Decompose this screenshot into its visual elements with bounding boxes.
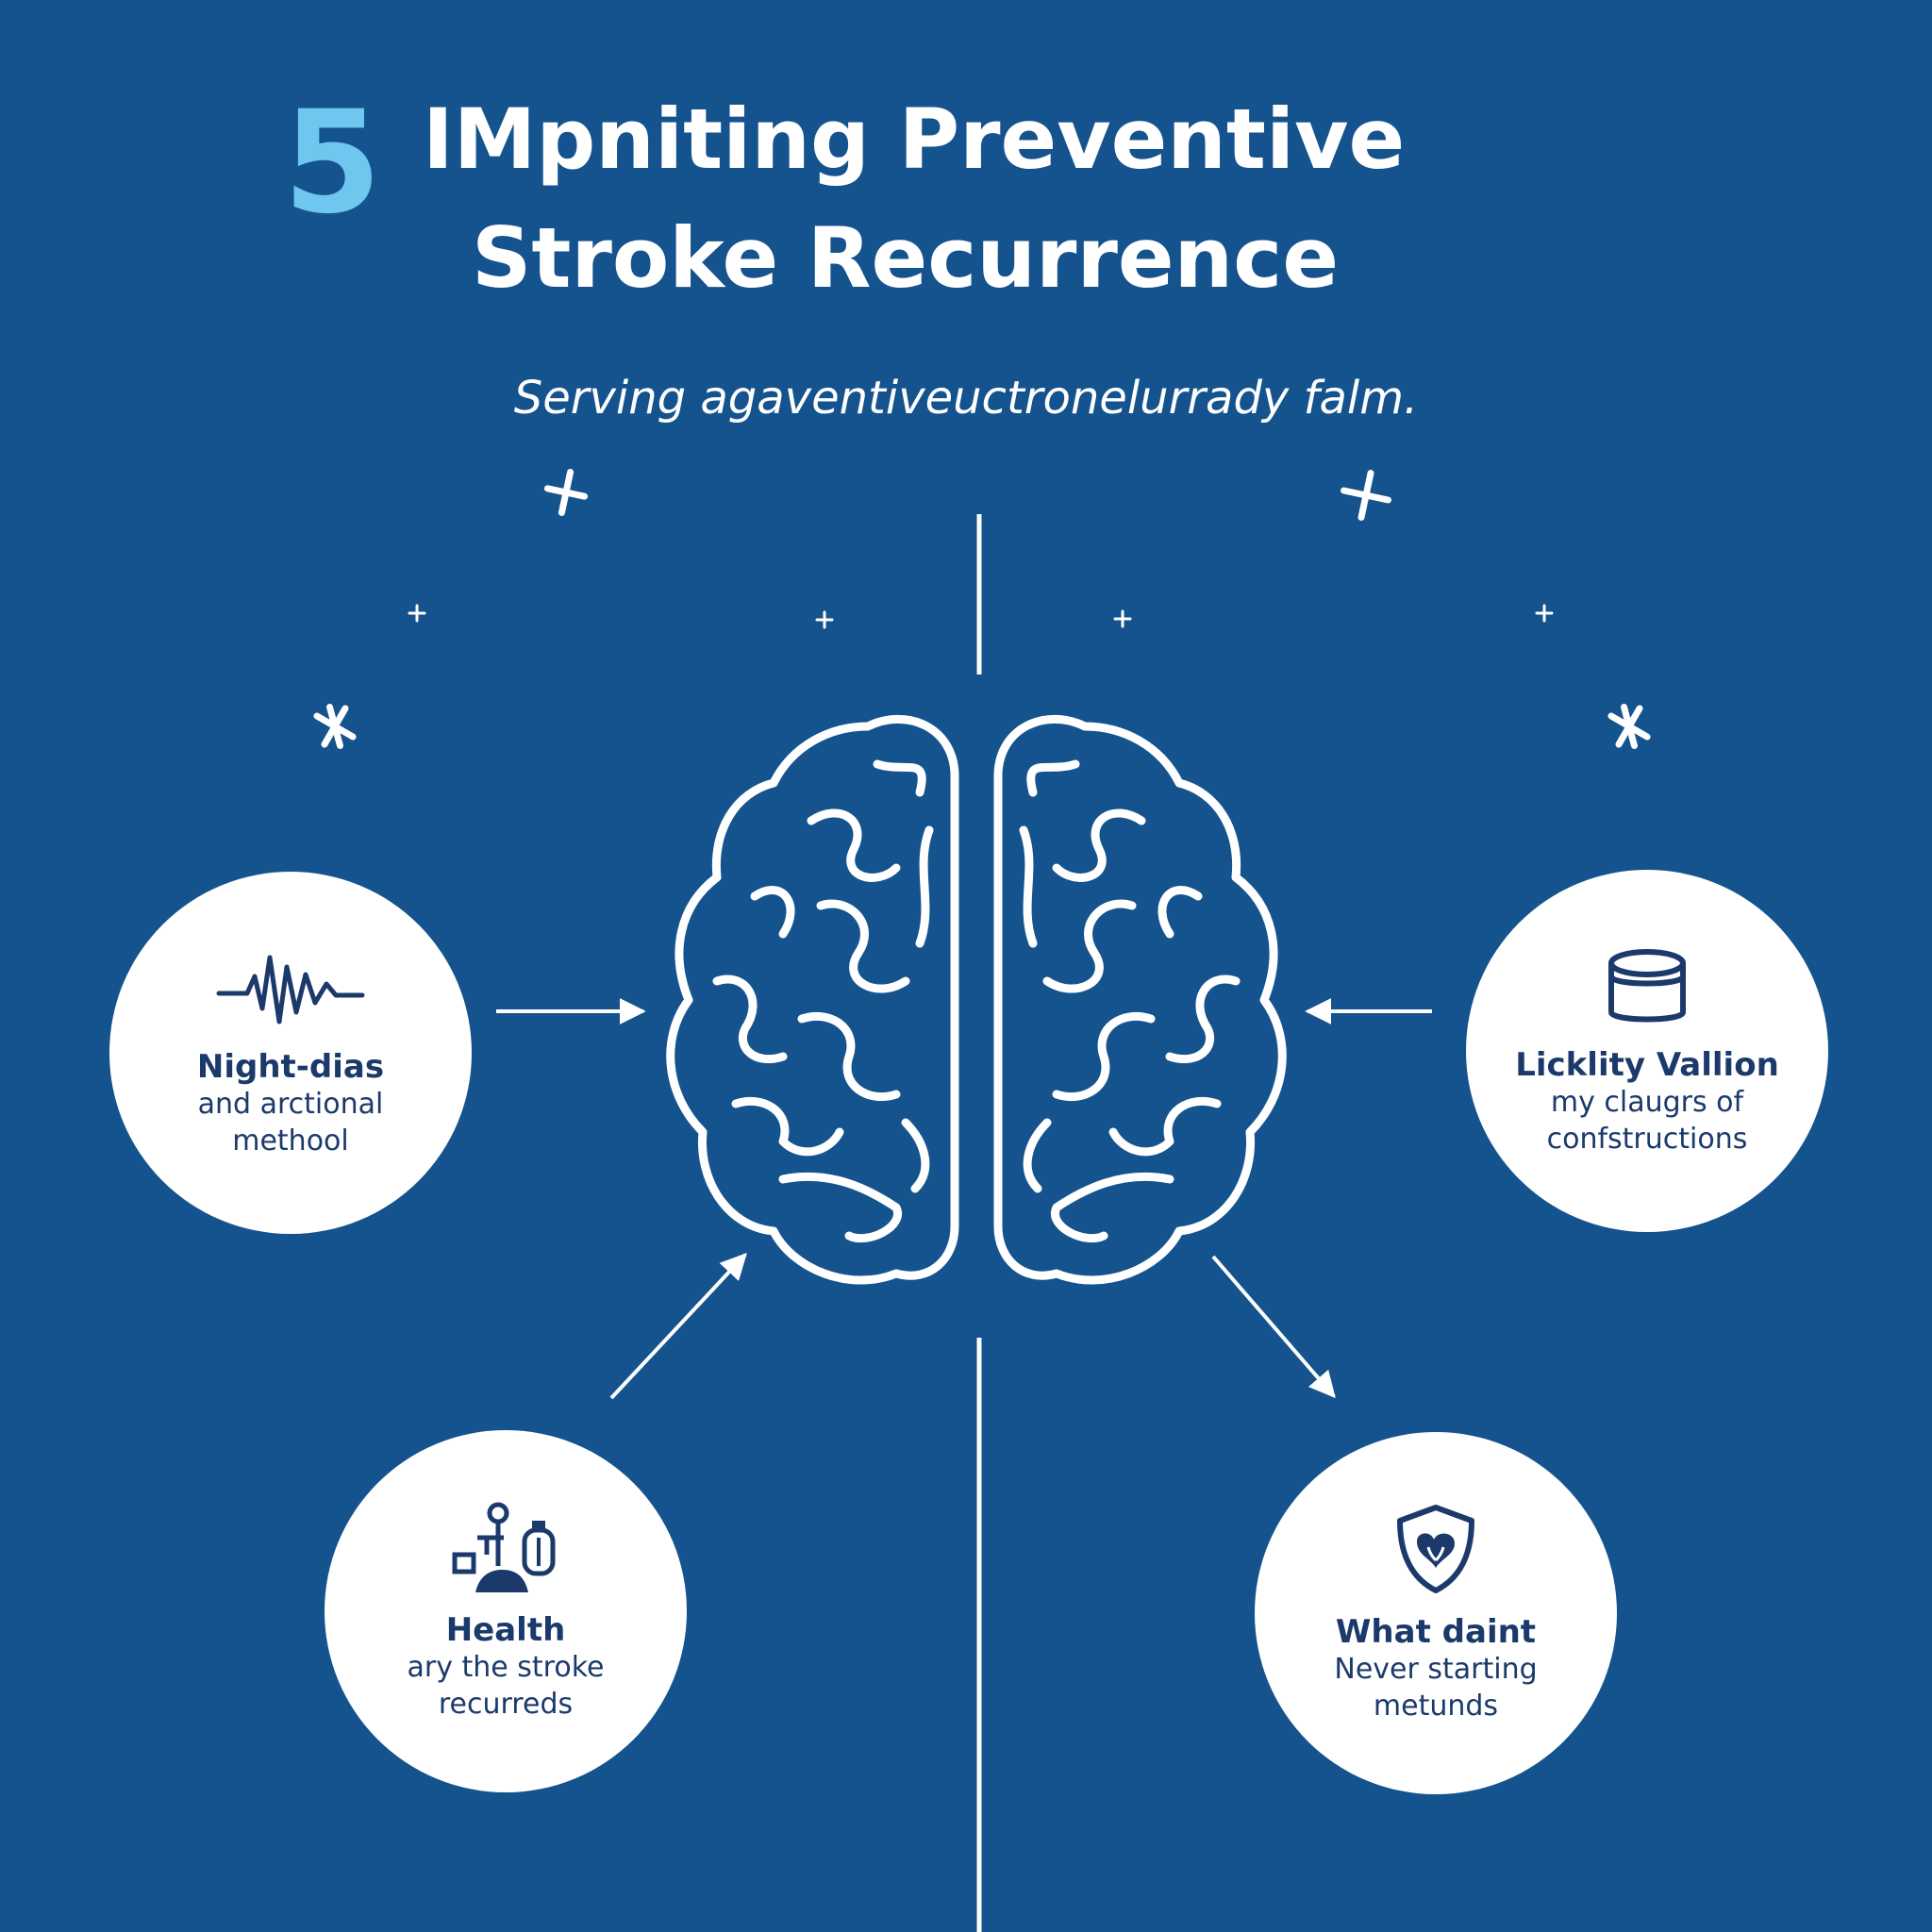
- shield-icon: [1397, 1504, 1474, 1593]
- item-text-line: methool: [232, 1124, 349, 1158]
- item-text-line: confstructions: [1546, 1123, 1748, 1157]
- item-heading: What daint: [1335, 1612, 1537, 1651]
- arrow-bottom-left: [609, 1252, 747, 1400]
- item-card-3: Health ary the stroke recurreds: [325, 1430, 687, 1792]
- sparkle-icon: [313, 704, 357, 749]
- title-line-1: IMpniting Preventive: [423, 91, 1406, 188]
- sparkle-icon: [815, 610, 834, 629]
- item-heading: Licklity Vallion: [1515, 1045, 1779, 1084]
- title-number: 5: [283, 81, 382, 245]
- item-text-line: ary the stroke: [407, 1651, 605, 1685]
- sparkle-icon: [1113, 609, 1132, 628]
- item-text-line: recurreds: [438, 1688, 574, 1722]
- item-heading: Health: [445, 1610, 566, 1649]
- medical-equipment-icon: [452, 1502, 556, 1592]
- title-line-2: Stroke Recurrence: [472, 209, 1340, 307]
- brain-icon: [666, 714, 1287, 1285]
- sparkle-decorations: [313, 468, 1651, 749]
- sparkle-icon: [1607, 704, 1651, 749]
- sparkle-icon: [1535, 604, 1554, 623]
- sparkle-icon: [543, 468, 589, 517]
- item-card-2: Licklity Vallion my claugrs of confstruc…: [1466, 870, 1828, 1232]
- item-text-line: and arctional: [197, 1088, 384, 1122]
- canister-icon: [1608, 948, 1686, 1023]
- small-sparkles: [408, 604, 1554, 629]
- arrow-bottom-right: [1211, 1255, 1336, 1399]
- item-text-line: my claugrs of: [1550, 1086, 1744, 1120]
- sparkle-icon: [408, 604, 426, 623]
- heartbeat-icon: [216, 955, 365, 1024]
- item-text-line: Never starting: [1334, 1653, 1538, 1687]
- item-card-1: Night-dias and arctional methool: [109, 872, 472, 1234]
- sparkle-icon: [1341, 470, 1391, 521]
- item-heading: Night-dias: [196, 1047, 385, 1086]
- subtitle: Serving agaventiveuctronelurrady falm.: [513, 372, 1419, 425]
- item-text-line: metunds: [1373, 1690, 1499, 1724]
- item-card-4: What daint Never starting metunds: [1255, 1432, 1617, 1794]
